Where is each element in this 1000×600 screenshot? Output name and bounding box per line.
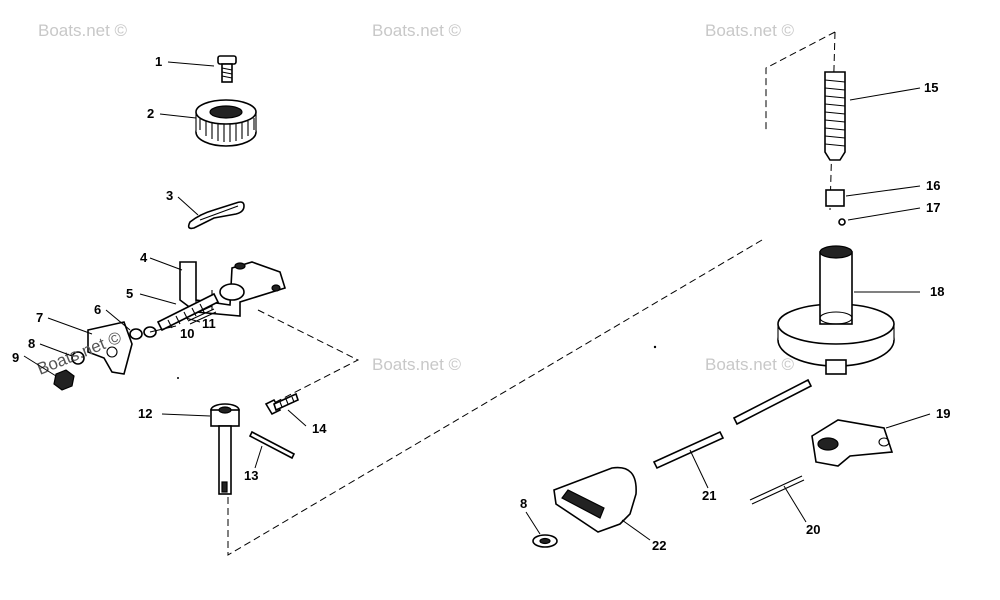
assembly-boundary-line [227, 31, 836, 556]
watermark: Boats.net © [705, 355, 795, 374]
part-8-washer [71, 351, 85, 365]
part-2-gear [195, 99, 257, 147]
part-15-spring [824, 71, 846, 161]
callout-12: 12 [138, 406, 152, 421]
callout-10: 10 [180, 326, 194, 341]
part-6-washer [129, 328, 143, 340]
watermark: Boats.net © [372, 355, 462, 374]
part-18-pulley [777, 245, 895, 375]
callout-7: 7 [36, 310, 43, 325]
callout-2: 2 [147, 106, 154, 121]
part-21-rope [652, 430, 725, 470]
callout-19: 19 [936, 406, 950, 421]
callout-16: 16 [926, 178, 940, 193]
part-21-rope [732, 378, 813, 426]
part-22-handle [553, 466, 637, 533]
part-13-pin [248, 430, 296, 460]
part-19-arm [811, 419, 894, 467]
dot [653, 345, 657, 349]
part-20-rod [749, 475, 805, 505]
callout-18: 18 [930, 284, 944, 299]
callout-15: 15 [924, 80, 938, 95]
part-11-spring [185, 305, 217, 325]
part-16-collar [825, 189, 845, 207]
callout-3: 3 [166, 188, 173, 203]
dot [177, 377, 179, 379]
callout-14: 14 [312, 421, 327, 436]
callout-5: 5 [126, 286, 133, 301]
callout-4: 4 [140, 250, 148, 265]
callout-9: 9 [12, 350, 19, 365]
callout-8-right: 8 [520, 496, 527, 511]
callout-11: 11 [202, 316, 216, 331]
callout-22: 22 [652, 538, 666, 553]
part-3-clip [187, 201, 245, 230]
watermark: Boats.net © [705, 21, 795, 40]
callout-8: 8 [28, 336, 35, 351]
callout-20: 20 [806, 522, 820, 537]
watermark: Boats.net © [38, 21, 128, 40]
callout-13: 13 [244, 468, 258, 483]
part-12-shaft [210, 403, 240, 495]
callout-21: 21 [702, 488, 716, 503]
callout-1: 1 [155, 54, 162, 69]
leader-lines [23, 61, 931, 541]
part-7-hole [106, 346, 118, 358]
callout-17: 17 [926, 200, 940, 215]
part-17-ball [838, 218, 846, 226]
part-9-nut [53, 369, 75, 391]
callout-6: 6 [94, 302, 101, 317]
watermark: Boats.net © [372, 21, 462, 40]
part-5-screw [156, 292, 220, 332]
part-14-bolt [264, 392, 299, 416]
part-1-screw [217, 55, 237, 83]
washer-hole [539, 537, 551, 545]
